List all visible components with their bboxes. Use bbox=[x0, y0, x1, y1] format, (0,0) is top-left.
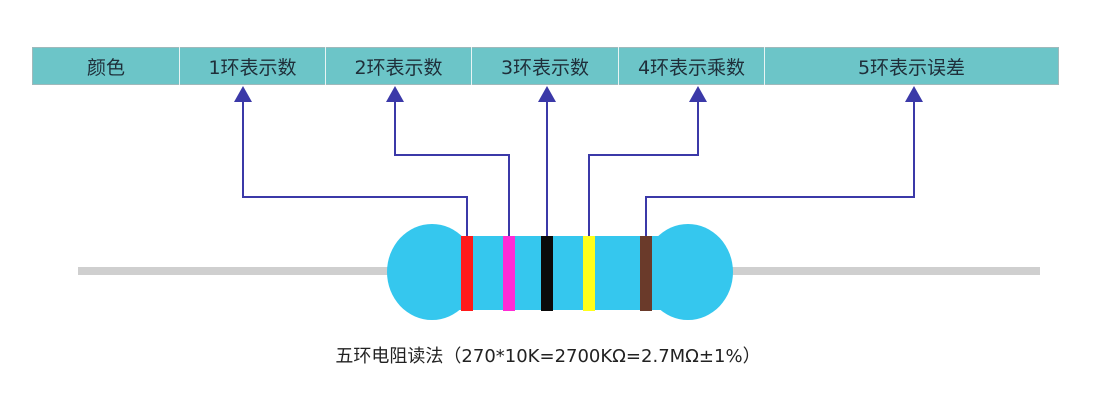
connector-band-4 bbox=[588, 98, 699, 236]
connector-band-5 bbox=[645, 98, 915, 236]
arrow-band-5 bbox=[905, 86, 923, 102]
header-cell-band-1: 1环表示数 bbox=[180, 47, 326, 85]
connector-band-1 bbox=[242, 98, 468, 236]
header-cell-band-3: 3环表示数 bbox=[472, 47, 619, 85]
header-cell-band-5: 5环表示误差 bbox=[857, 56, 966, 79]
color-band-1 bbox=[461, 236, 473, 311]
arrow-band-4 bbox=[689, 86, 707, 102]
header-cell-band-2: 2环表示数 bbox=[326, 47, 472, 85]
color-band-2 bbox=[503, 236, 515, 311]
arrow-band-2 bbox=[386, 86, 404, 102]
resistor-body-middle bbox=[450, 236, 672, 310]
color-band-4 bbox=[583, 236, 595, 311]
color-band-3 bbox=[541, 236, 553, 311]
color-band-5 bbox=[640, 236, 652, 311]
resistor-body bbox=[387, 224, 733, 320]
connector-band-2 bbox=[394, 98, 510, 236]
header-cell-band-4: 4环表示乘数 bbox=[619, 47, 765, 85]
header-cell-color: 颜色 bbox=[33, 47, 180, 85]
lead-right bbox=[730, 267, 1040, 275]
lead-left bbox=[78, 267, 390, 275]
header-bar bbox=[32, 47, 1059, 85]
arrow-band-1 bbox=[234, 86, 252, 102]
connector-lines bbox=[234, 86, 923, 236]
arrow-band-3 bbox=[538, 86, 556, 102]
caption: 五环电阻读法（270*10K=2700KΩ=2.7MΩ±1%） bbox=[335, 346, 761, 367]
